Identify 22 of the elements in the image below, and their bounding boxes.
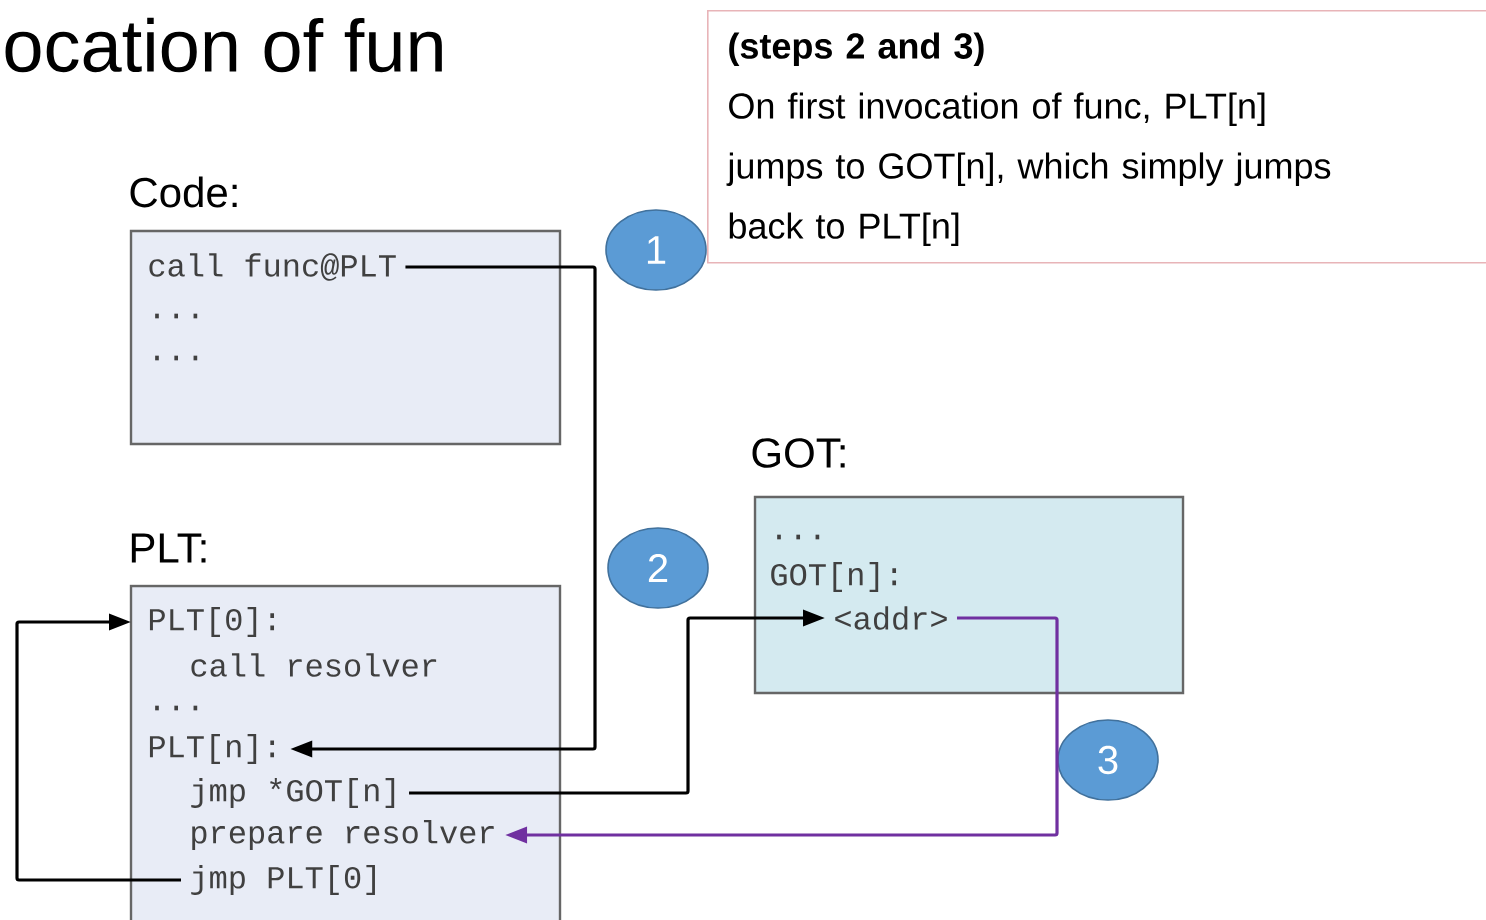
arrow [15,613,181,882]
heading: Code: [130,176,237,208]
code-line: call resolver [191,653,437,677]
code-line: ... [155,705,198,711]
code-line: <addr> [835,606,947,630]
code-line: PLT[n]: [149,734,274,764]
note-box: (steps 2 and 3) On first invocation of func, PLT[n] jumps to GOT[n], which simply jumps back to PLT[n] [707,10,1486,264]
code-line: call func@PLT [149,253,396,281]
code-line: prepare resolver [192,820,494,850]
code-line: GOT[n]: [771,562,897,592]
code-line: ... [155,355,198,361]
code-line: ... [777,534,820,540]
code-line: PLT[0]: [149,607,274,637]
callout-number: 1 [605,209,707,291]
code-line: jmp PLT[0] [191,865,375,895]
heading: GOT: [752,438,845,468]
title: ocation of fun [5,17,442,73]
heading: PLT: [131,533,206,563]
code-line: jmp *GOT[n] [191,778,395,808]
callout-number: 2 [607,527,709,609]
callout-number: 3 [1057,719,1159,801]
code-line: ... [155,313,198,319]
